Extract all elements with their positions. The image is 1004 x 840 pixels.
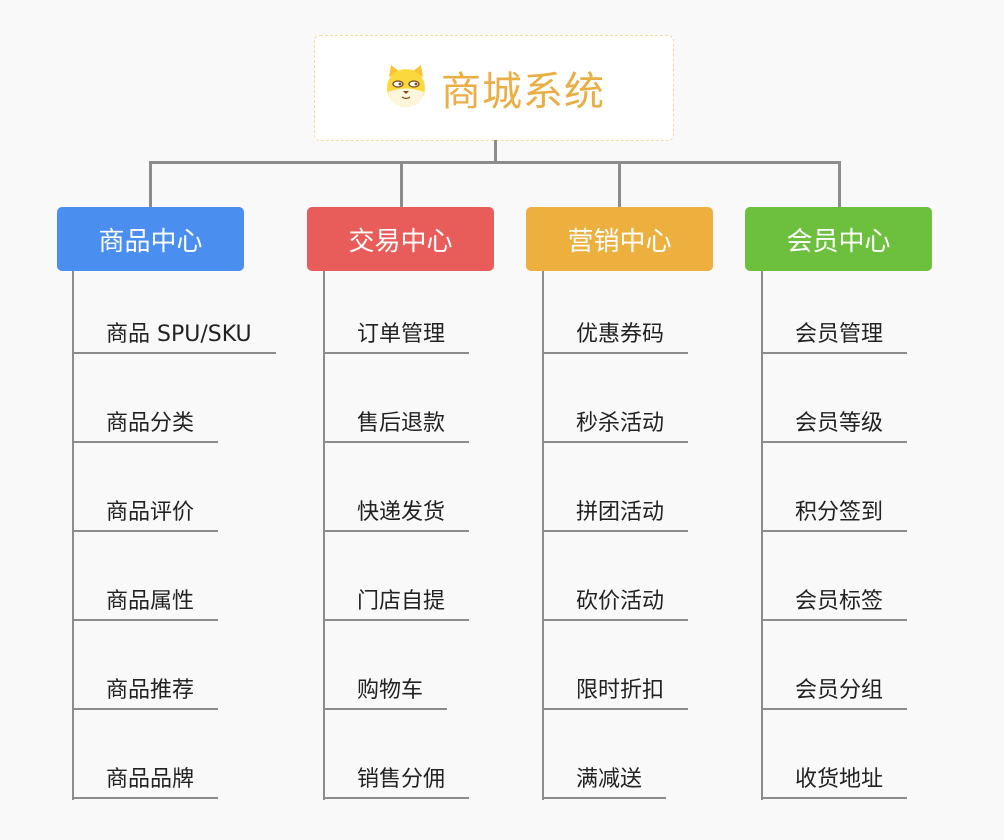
list-item: 商品 SPU/SKU (72, 323, 276, 354)
list-item: 销售分佣 (323, 768, 470, 799)
list-item: 快递发货 (323, 501, 470, 532)
list-item: 优惠券码 (542, 323, 689, 354)
list-item: 商品品牌 (72, 768, 219, 799)
category-trade-center: 交易中心 (307, 207, 494, 271)
list-item: 积分签到 (761, 501, 908, 532)
root-title: 商城系统 (441, 69, 605, 115)
category-member-center: 会员中心 (745, 207, 932, 271)
column-line (761, 271, 763, 800)
connector-drop (400, 161, 403, 207)
list-item: 售后退款 (323, 412, 470, 443)
list-item: 会员管理 (761, 323, 908, 354)
connector-drop (618, 161, 621, 207)
list-item: 砍价活动 (542, 590, 689, 621)
list-item: 拼团活动 (542, 501, 689, 532)
category-product-center: 商品中心 (57, 207, 244, 271)
list-item: 商品评价 (72, 501, 219, 532)
list-item: 会员标签 (761, 590, 908, 621)
list-item: 限时折扣 (542, 679, 689, 710)
list-item: 门店自提 (323, 590, 470, 621)
list-item: 秒杀活动 (542, 412, 689, 443)
shiba-dog-icon (383, 63, 429, 113)
list-item: 满减送 (542, 768, 667, 799)
list-item: 购物车 (323, 679, 448, 710)
root-node: 商城系统 (314, 35, 674, 141)
connector-drop (149, 161, 152, 207)
connector-drop (838, 161, 841, 207)
column-line (72, 271, 74, 800)
list-item: 商品属性 (72, 590, 219, 621)
list-item: 收货地址 (761, 768, 908, 799)
list-item: 订单管理 (323, 323, 470, 354)
list-item: 会员等级 (761, 412, 908, 443)
category-marketing-center: 营销中心 (526, 207, 713, 271)
column-line (542, 271, 544, 800)
connector-horizontal (149, 161, 841, 164)
list-item: 商品分类 (72, 412, 219, 443)
list-item: 会员分组 (761, 679, 908, 710)
list-item: 商品推荐 (72, 679, 219, 710)
column-line (323, 271, 325, 800)
connector-root (494, 140, 497, 164)
